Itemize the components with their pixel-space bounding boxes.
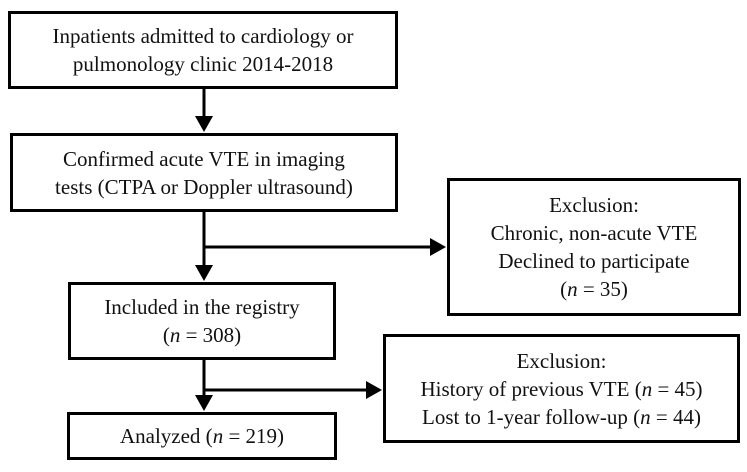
- arrow-branch-to-exclusion1: [203, 238, 446, 256]
- exclusion-title: Exclusion:: [549, 193, 639, 217]
- box-analyzed: Analyzed (n = 219): [67, 412, 337, 460]
- box-text-line: Inpatients admitted to cardiology or: [52, 24, 354, 48]
- box-included-registry: Included in the registry (n = 308): [68, 282, 336, 360]
- box-exclusion-chronic-vte: Exclusion: Chronic, non-acute VTE Declin…: [447, 178, 741, 316]
- box-text-line: Chronic, non-acute VTE: [490, 221, 698, 245]
- box-confirmed-vte: Confirmed acute VTE in imaging tests (CT…: [10, 133, 398, 212]
- arrow-included-to-analyzed: [195, 358, 213, 411]
- arrow-branch-to-exclusion2: [203, 381, 382, 399]
- box-text-line: pulmonology clinic 2014-2018: [72, 52, 334, 76]
- sample-size-line: (n = 308): [162, 323, 242, 347]
- arrow-confirmed-to-included: [195, 210, 213, 281]
- sample-size-line: (n = 35): [560, 277, 628, 301]
- box-text-line: Confirmed acute VTE in imaging: [63, 146, 345, 171]
- box-inpatients-population: Inpatients admitted to cardiology or pul…: [8, 11, 398, 89]
- box-text-line: tests (CTPA or Doppler ultrasound): [55, 174, 353, 199]
- box-text-line: Included in the registry: [104, 295, 300, 319]
- arrow-population-to-confirmed: [195, 88, 213, 132]
- sample-size-line: Analyzed (n = 219): [119, 424, 285, 448]
- box-text-line: History of previous VTE (n = 45): [420, 376, 703, 401]
- box-text-line: Declined to participate: [498, 249, 690, 273]
- box-text-line: Lost to 1-year follow-up (n = 44): [422, 404, 701, 429]
- box-exclusion-followup: Exclusion: History of previous VTE (n = …: [383, 334, 740, 443]
- exclusion-title: Exclusion:: [516, 348, 607, 373]
